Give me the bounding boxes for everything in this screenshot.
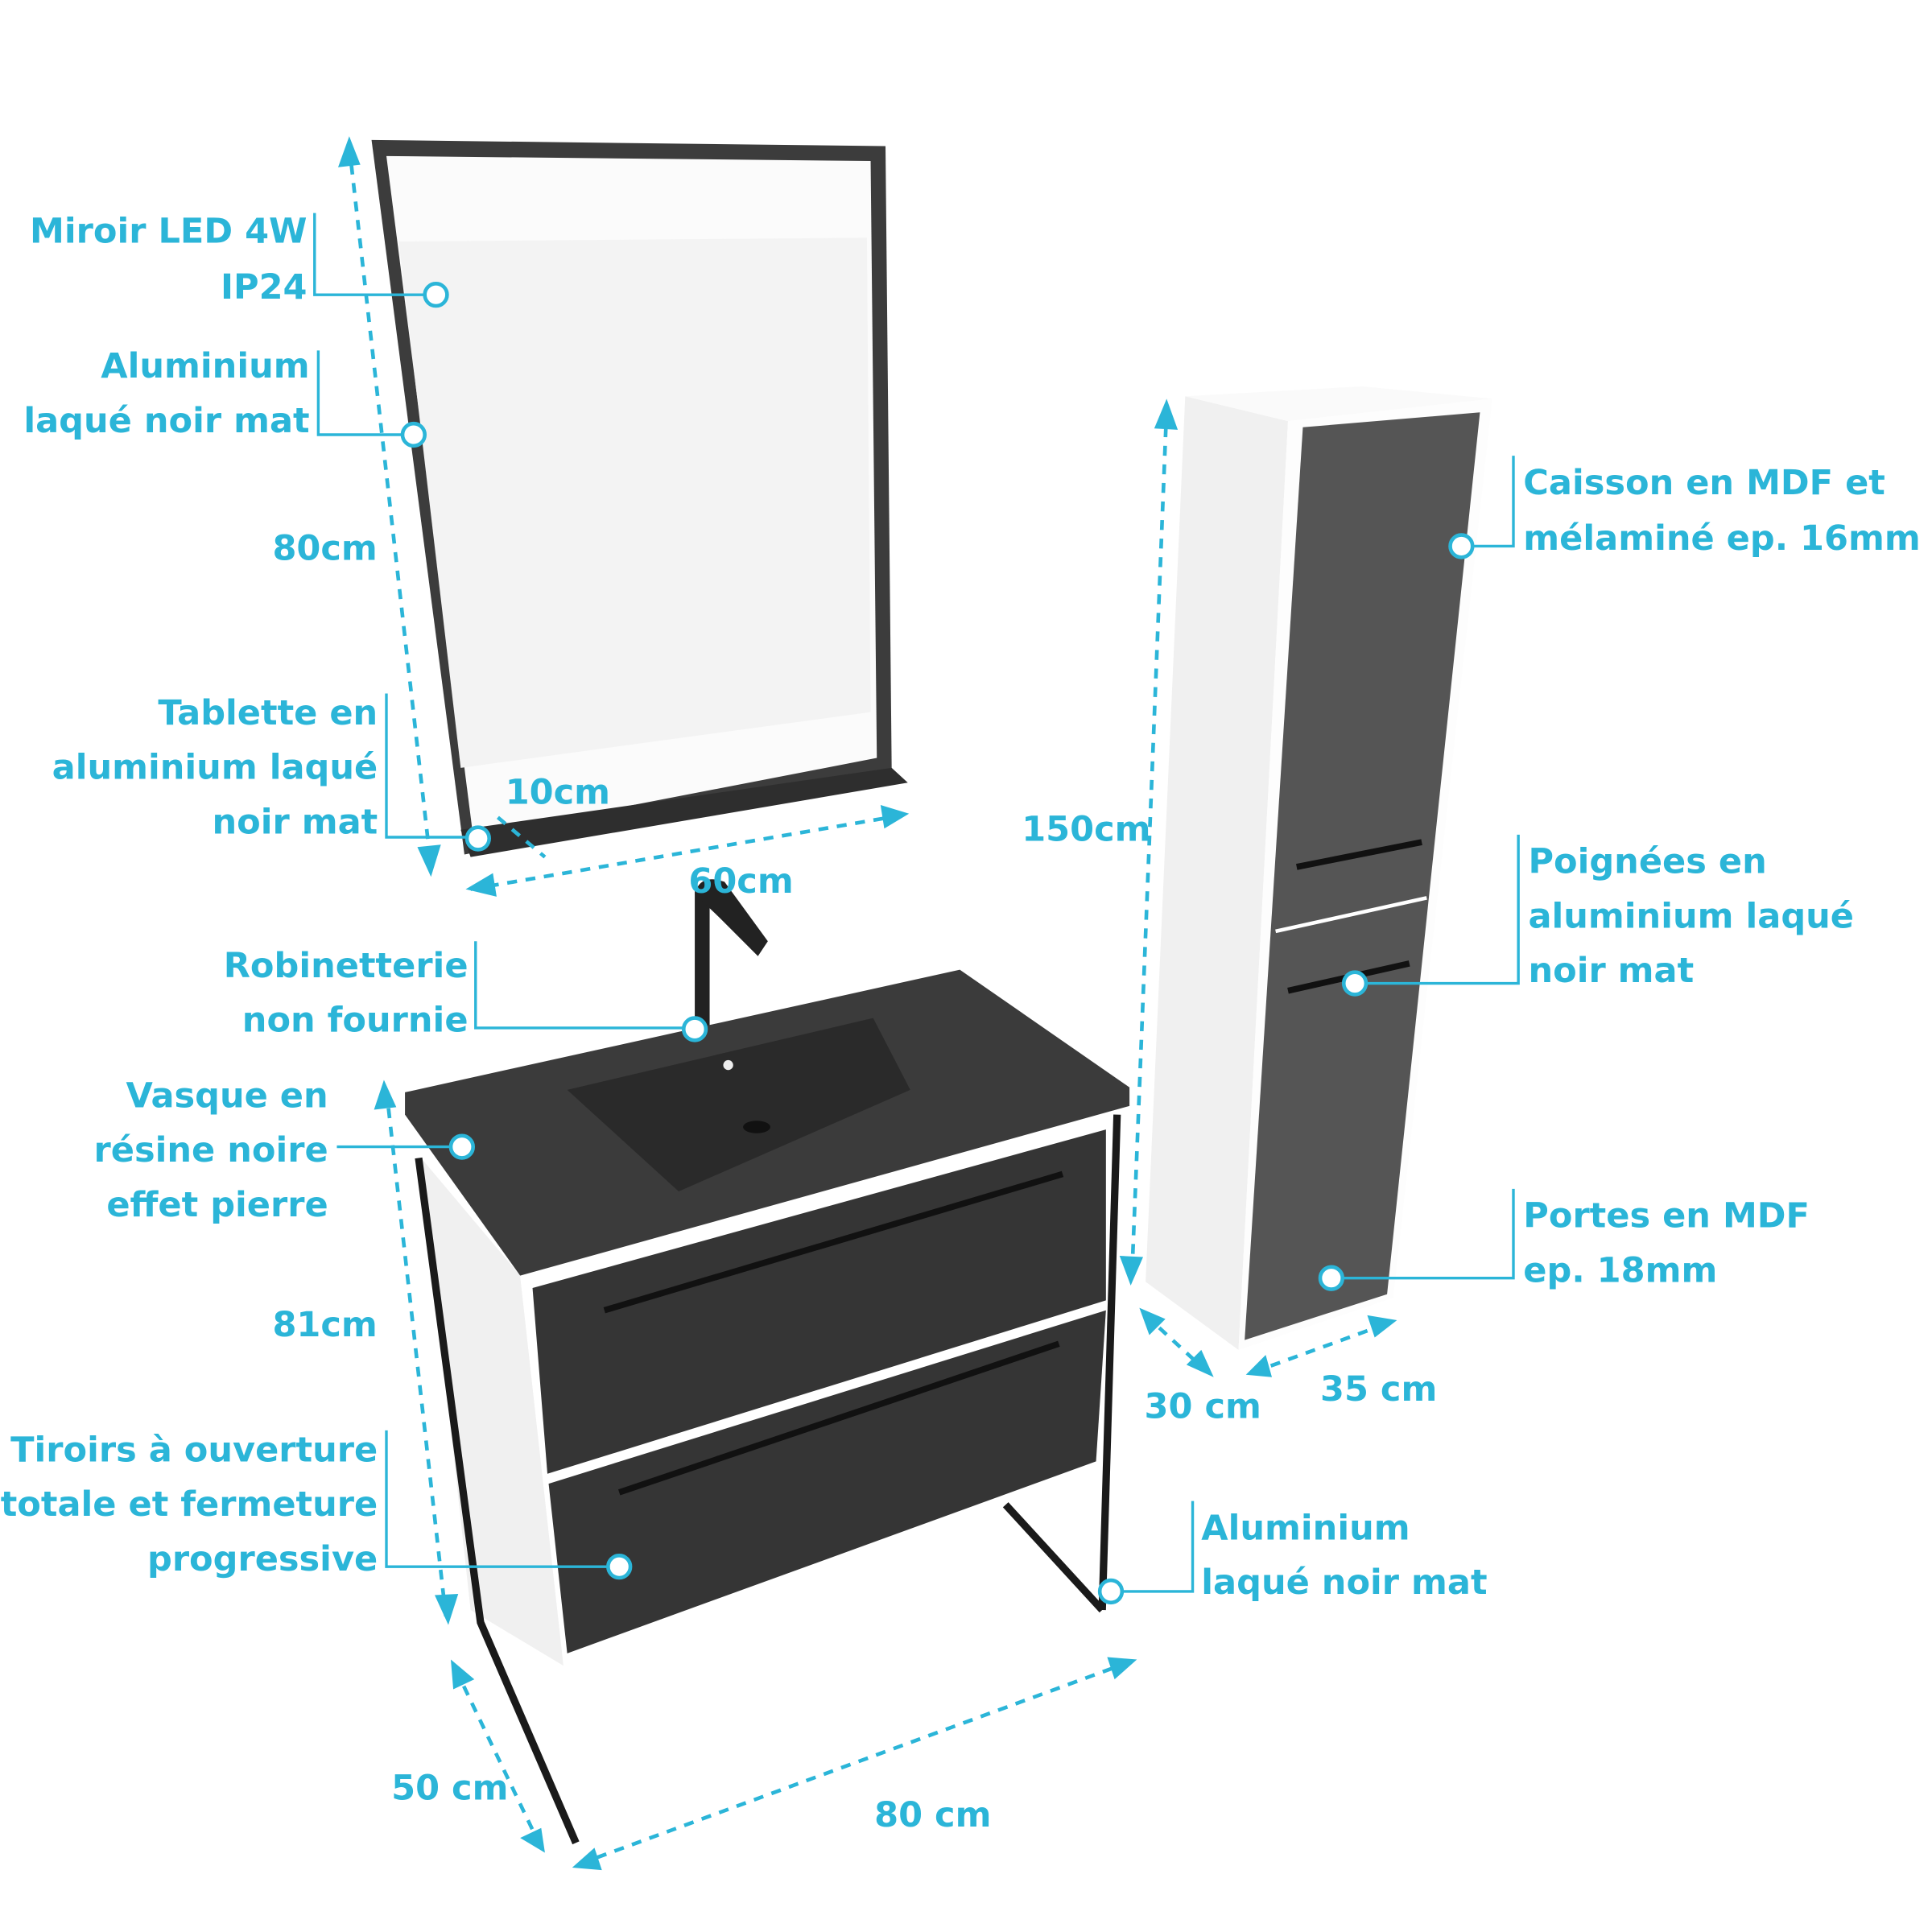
label-mirror: Miroir LED 4W [30, 212, 307, 252]
marker-dot [1097, 1578, 1125, 1605]
label-drawers: progressive [147, 1539, 378, 1579]
dim-mirror-height: 80cm [272, 528, 377, 568]
label-doors: ep. 18mm [1523, 1250, 1717, 1290]
dim-column-height: 150cm [1022, 810, 1150, 850]
drawer-top [532, 1129, 1106, 1474]
label-basin: effet pierre [106, 1185, 328, 1225]
label-drawers: Tiroirs à ouverture [10, 1430, 378, 1470]
label-legs: laqué noir mat [1201, 1563, 1487, 1603]
dim-vanity-width: 80 cm [874, 1795, 991, 1835]
marker-dot [606, 1554, 633, 1580]
label-mirror-frame: laqué noir mat [23, 401, 309, 441]
leg-back [1002, 1502, 1105, 1613]
drawer-handle [617, 1340, 1060, 1496]
label-column-body: mélaminé ep. 16mm [1523, 518, 1920, 559]
label-faucet: Robinetterie [224, 946, 469, 986]
label-handles: Poignées en [1528, 842, 1766, 882]
drawer-bottom [548, 1310, 1106, 1653]
label-shelf: noir mat [212, 802, 378, 842]
label-mirror-frame: Aluminium [101, 346, 309, 386]
label-basin: Vasque en [126, 1075, 328, 1116]
dim-vanity-depth: 50 cm [391, 1768, 508, 1808]
basin [567, 1018, 910, 1191]
tall-column [1146, 386, 1492, 1350]
dimension-lines [338, 136, 1397, 1871]
label-drawers: totale et fermeture [1, 1484, 378, 1525]
drawer-handle [603, 1170, 1064, 1314]
leg-right [1098, 1114, 1121, 1611]
labels: Miroir LED 4W IP24 Aluminium laqué noir … [1, 212, 1921, 1836]
column-door [1245, 412, 1480, 1340]
label-legs: Aluminium [1201, 1508, 1410, 1548]
marker-dot [1318, 1265, 1345, 1291]
dim-column-depth: 30 cm [1145, 1387, 1261, 1427]
label-column-body: Caisson en MDF et [1523, 463, 1885, 503]
marker-dot [1341, 970, 1368, 997]
label-mirror: IP24 [221, 267, 308, 308]
label-shelf: Tablette en [158, 693, 378, 733]
marker-dot [681, 1016, 708, 1042]
vanity [405, 969, 1130, 1845]
dim-mirror-width: 60cm [688, 861, 793, 902]
annotation-leaders [313, 213, 1520, 1605]
marker-dot [400, 421, 427, 448]
label-handles: noir mat [1528, 951, 1694, 991]
column-handle [1296, 839, 1422, 870]
dim-shelf-depth: 10cm [506, 772, 610, 812]
faucet [695, 879, 768, 1032]
mirror-shelf [460, 767, 908, 857]
marker-dot [1448, 533, 1475, 559]
dim-vanity-height: 81cm [272, 1305, 377, 1345]
marker-dot [448, 1133, 476, 1160]
label-doors: Portes en MDF [1523, 1196, 1810, 1236]
label-basin: résine noire [94, 1130, 328, 1170]
mirror [371, 139, 908, 857]
marker-dot [423, 282, 449, 308]
label-handles: aluminium laqué [1528, 896, 1854, 936]
marker-dot [464, 825, 492, 852]
dim-column-width: 35 cm [1320, 1369, 1437, 1410]
leg-left [415, 1157, 580, 1845]
label-faucet: non fournie [242, 1001, 469, 1041]
label-shelf: aluminium laqué [52, 748, 378, 788]
